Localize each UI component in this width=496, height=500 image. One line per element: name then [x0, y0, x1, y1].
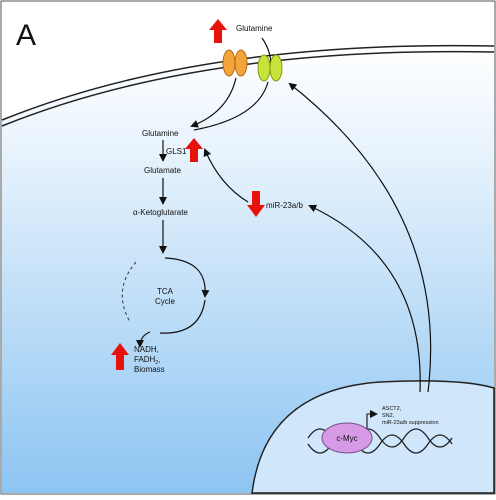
cmyc-label: c-Myc [336, 434, 357, 443]
tca-label-line1: TCA [157, 287, 174, 296]
glutamine-inside-label: Glutamine [142, 129, 179, 138]
mir-down-arrow-icon [247, 191, 265, 217]
glutamine-uptake-up-arrow-icon [209, 19, 227, 43]
mir-inhibits-gls1-arrow [203, 148, 249, 203]
alpha-ketoglutarate-label: α-Ketoglutarate [133, 208, 188, 217]
cmyc-protein-icon [321, 422, 373, 454]
cmyc-to-mir-arrow [308, 204, 421, 393]
glutamine-outside-label: Glutamine [236, 24, 273, 33]
tca-cycle-arc-bottom [159, 299, 206, 334]
biomass-label: Biomass [134, 365, 165, 374]
glutamate-label: Glutamate [144, 166, 181, 175]
targets-line3: miR-23a/b suppression [382, 420, 439, 426]
gls1-up-arrow-icon [185, 138, 203, 162]
tca-label-line2: Cycle [155, 297, 176, 306]
fadh-subscript: 2 [155, 360, 158, 366]
nucleus [251, 380, 495, 494]
transporter-orange-icon [222, 49, 248, 77]
targets-line1: ASCT2, [382, 406, 402, 412]
transcription-start-arrow [366, 410, 378, 432]
tca-cycle-arc-dashed [121, 261, 137, 323]
transport-arrow-2 [193, 81, 269, 131]
fadh-suffix: , [158, 355, 160, 364]
cell-cytoplasm [2, 45, 494, 493]
targets-line2: SN2, [382, 413, 395, 419]
fadh-label: FADH2, [134, 355, 160, 366]
cmyc-to-transporter-arrow [288, 82, 432, 393]
fadh-prefix: FADH [134, 355, 156, 364]
mir-label: miR-23a/b [266, 201, 303, 210]
tca-output-arrow [136, 331, 151, 348]
tca-cycle-arc-top [164, 257, 210, 298]
gls1-label: GLS1 [166, 147, 187, 156]
panel-label: A [16, 19, 36, 52]
transport-arrow-1 [190, 77, 237, 128]
transporter-green-icon [257, 54, 283, 82]
nadh-label: NADH, [134, 345, 159, 354]
outputs-up-arrow-icon [111, 343, 129, 370]
